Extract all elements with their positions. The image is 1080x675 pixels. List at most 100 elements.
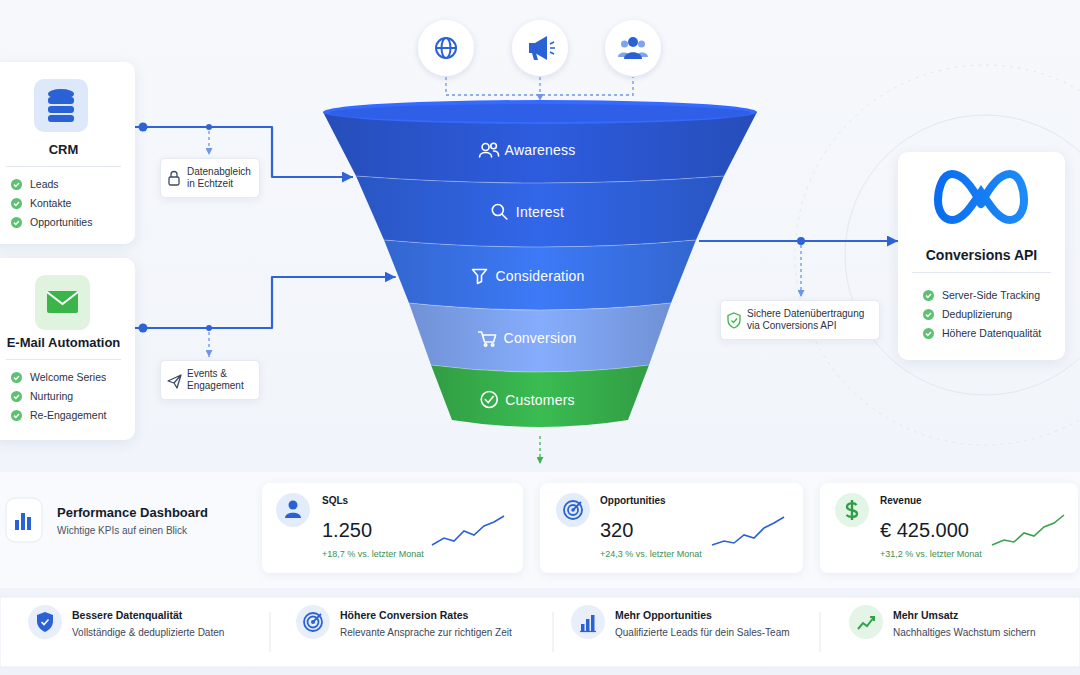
node-icon-part [289,501,298,510]
api-card: Conversions APIServer-Side TrackingDedup… [898,152,1065,360]
benefit-strip [0,597,1080,667]
node-icon-part [858,617,874,629]
band-icon-part [485,397,493,403]
globe-icon-part [436,38,456,58]
node-text: Interest [516,204,564,220]
node-icon-part [168,375,181,388]
kpi-panel [0,472,1080,588]
node-text: 320 [600,518,803,542]
transfer-note: Sichere Datenübertragung via Conversions… [720,300,880,340]
list-item: Deduplizierung [942,305,1065,324]
globe-icon-part [436,47,456,49]
node-icon-part [581,624,585,631]
node-icon-part [591,615,595,631]
halo-rings-part [795,65,1080,445]
junction-dot [206,124,212,130]
note-leader-part [800,245,801,297]
megaphone-icon-part [529,36,547,60]
node-icon-part [15,520,19,530]
node-icon-part [48,106,74,113]
node-icon-part [6,498,42,542]
node-icon-part [564,501,582,519]
node-icon-part [580,631,596,632]
band-rim [323,100,757,124]
node-icon-part [37,612,53,632]
node-icon-part [728,313,740,328]
list-item: Server-Side Tracking [942,286,1065,305]
people-icon-part [628,37,638,47]
band-body [431,365,649,427]
node-text: Conversion [504,330,577,346]
band-body [409,303,671,372]
benefit-item: Mehr UmsatzNachhaltiges Wachstum sichern [846,600,1076,662]
node-icon [262,483,523,573]
band-icon [473,270,487,284]
list-item: Opportunities [30,213,135,232]
node-text: +18,7 % vs. letzter Monat [322,548,523,560]
node-text: Vollständige & deduplizierte Daten [72,627,263,639]
band-edge [431,365,649,372]
band-icon-part [473,270,487,284]
strip-divider-part [270,612,271,652]
node-text: Relevante Ansprache zur richtigen Zeit [340,627,548,639]
node-text: Opportunities [600,495,803,507]
node-text: € 425.000 [880,518,1078,542]
note-leader-part [208,332,209,357]
megaphone-icon-part [550,42,555,54]
people-icon [618,37,648,59]
band-icon-part [491,143,497,149]
band-icon-part [482,144,489,151]
node-icon-part [47,292,78,304]
channel-icon [418,20,661,76]
junction-dot [797,237,805,245]
node-icon-part [34,79,88,132]
node-icon-part [847,500,858,520]
kpi-card: Revenue€ 425.000+31,2 % vs. letzter Mona… [820,483,1078,573]
node-icon-part [870,617,874,621]
band-icon [492,205,507,220]
junction-dot [206,325,212,331]
strip-divider-part [553,612,554,652]
node-icon-part [35,275,90,330]
node-icon-part [571,605,605,639]
node-icon-part [732,319,738,323]
node-text: Customers [505,392,574,408]
funnel-band: Customers [431,359,649,434]
node-icon-part [835,493,869,527]
node-icon-part [586,619,590,631]
node-icon-part [849,605,883,639]
node-icon-part [42,620,49,625]
node-text: CRM [6,142,121,167]
node-icon-part [938,174,1024,220]
channel-icon-part [418,20,474,76]
band-icon [479,332,496,346]
node-icon-part [432,516,504,545]
band-icon-part [491,344,493,346]
band-edge [384,240,696,247]
node-text: Consideration [496,268,585,284]
list-item: Kontakte [30,194,135,213]
node-icon-part [851,500,853,520]
dashboard-leader [539,436,540,464]
node-icon-part [556,493,590,527]
node-text: Qualifizierte Leads für dein Sales-Team [615,627,816,639]
funnel-band: Interest [356,170,724,254]
channel-leader [446,77,633,101]
sync-note: Datenabgleich in Echtzeit [160,158,260,198]
kpi-card: SQLs1.250+18,7 % vs. letzter Monat [262,483,523,573]
node-icon-part [573,502,581,510]
node-text: Sichere Datenübertragung via Conversions… [747,308,873,332]
band-edge [409,303,671,310]
node-icon-part [48,115,74,122]
node-text: +31,2 % vs. letzter Monat [880,548,1078,560]
node-text: SQLs [322,495,523,507]
node-text: Mehr Umsatz [893,608,1076,622]
node-text: Nachhaltiges Wachstum sichern [893,627,1076,639]
strip-divider-part [820,612,821,652]
node-text: Bessere Datenqualität [72,608,263,622]
band-icon-part [480,153,492,158]
flow-connector [135,277,396,328]
node-icon-part [285,513,301,518]
band-body [356,176,724,247]
node-icon-part [48,97,74,104]
